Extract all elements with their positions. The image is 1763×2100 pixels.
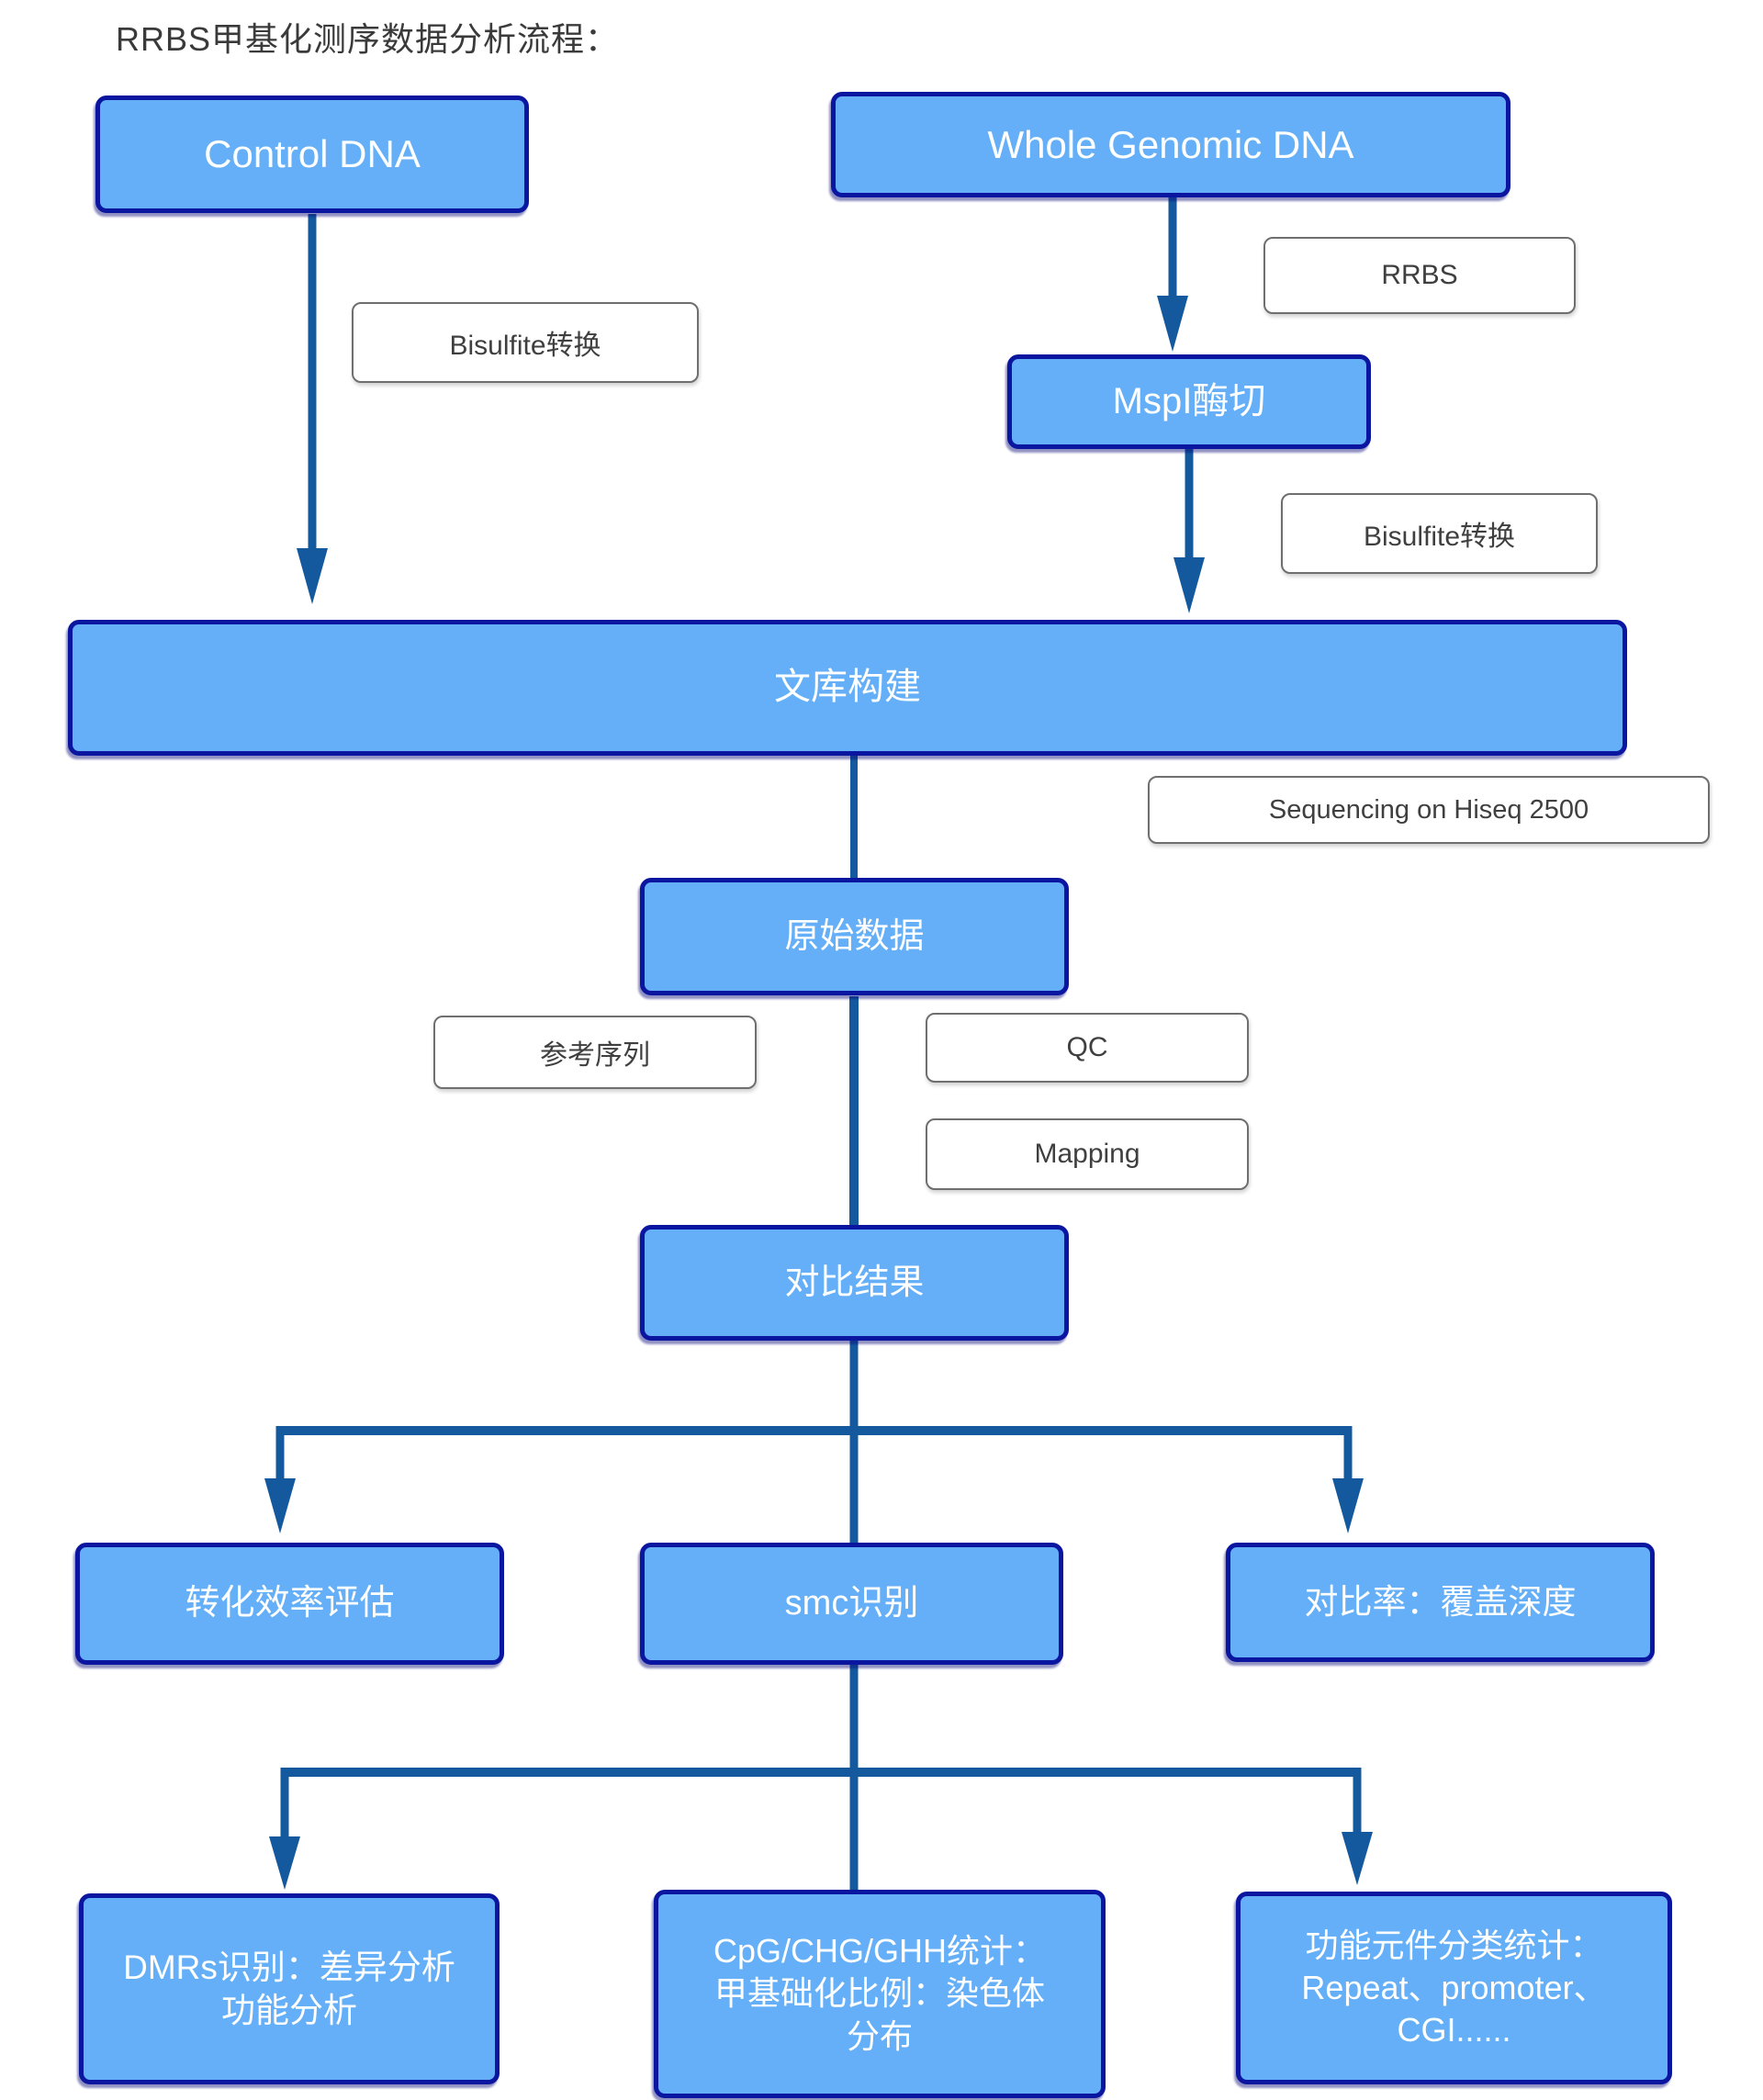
node-mspi-digestion-label: MspI酶切 [1112,380,1266,421]
node-mspi-digestion: MspI酶切 [1007,354,1371,449]
node-functional-elements-line3: CGI...... [1397,2011,1511,2049]
node-smc-identification: smc识别 [640,1543,1063,1665]
node-cpg-stats-line1: CpG/CHG/GHH统计： [713,1932,1047,1971]
node-cpg-stats: CpG/CHG/GHH统计： 甲基础化比例：染色体 分布 [654,1890,1106,2098]
label-sequencing-text: Sequencing on Hiseq 2500 [1268,794,1589,825]
node-mapping-rate-coverage-label: 对比率：覆盖深度 [1304,1583,1577,1622]
node-dmrs: DMRs识别：差异分析 功能分析 [79,1893,500,2084]
node-functional-elements: 功能元件分类统计： Repeat、promoter、 CGI...... [1236,1892,1672,2084]
arrowhead-control-to-library [297,548,328,604]
label-rrbs: RRBS [1263,237,1576,314]
node-whole-genomic-dna: Whole Genomic DNA [831,92,1510,197]
arrowhead-wgd-to-mspi [1157,296,1188,352]
arrowhead-to-dmrs [269,1836,300,1890]
node-cpg-stats-line2: 甲基础化比例：染色体 [713,1974,1045,2013]
label-sequencing: Sequencing on Hiseq 2500 [1148,776,1710,844]
label-rrbs-text: RRBS [1381,260,1458,290]
node-control-dna: Control DNA [95,95,529,213]
label-mapping: Mapping [926,1118,1249,1190]
node-functional-elements-line2: Repeat、promoter、 [1301,1968,1607,2006]
node-library-construction-label: 文库构建 [774,667,921,708]
page-title: RRBS甲基化测序数据分析流程： [116,20,620,58]
label-bisulfite-conversion-left: Bisulfite转换 [352,302,699,383]
node-mapping-rate-coverage: 对比率：覆盖深度 [1226,1543,1655,1662]
node-library-construction: 文库构建 [68,620,1627,756]
arrowhead-to-functional-elements [1342,1832,1373,1885]
label-bisulfite-conversion-right: Bisulfite转换 [1281,493,1598,574]
arrowhead-to-mapping-rate [1332,1478,1364,1533]
node-conversion-efficiency-label: 转化效率评估 [185,1584,395,1623]
node-smc-identification-label: smc识别 [784,1584,919,1623]
node-alignment-result-label: 对比结果 [784,1263,925,1302]
node-cpg-stats-line3: 分布 [846,2016,913,2055]
label-reference-sequence: 参考序列 [433,1016,757,1089]
label-qc-text: QC [1066,1032,1108,1062]
node-dmrs-line2: 功能分析 [221,1992,357,2029]
label-mapping-text: Mapping [1034,1139,1140,1169]
node-raw-data: 原始数据 [640,878,1069,995]
label-qc: QC [926,1013,1249,1083]
label-reference-sequence-text: 参考序列 [540,1040,650,1071]
node-raw-data-label: 原始数据 [784,916,925,956]
node-control-dna-label: Control DNA [204,132,421,176]
node-alignment-result: 对比结果 [640,1225,1069,1341]
arrowhead-mspi-to-library [1173,557,1205,613]
node-whole-genomic-dna-label: Whole Genomic DNA [987,122,1354,166]
arrowhead-to-conversion-efficiency [264,1478,296,1533]
node-functional-elements-line1: 功能元件分类统计： [1305,1926,1603,1964]
node-dmrs-line1: DMRs识别：差异分析 [123,1948,455,1986]
node-conversion-efficiency: 转化效率评估 [75,1543,504,1665]
label-bisulfite-conversion-right-text: Bisulfite转换 [1363,522,1516,552]
label-bisulfite-conversion-left-text: Bisulfite转换 [449,331,601,361]
